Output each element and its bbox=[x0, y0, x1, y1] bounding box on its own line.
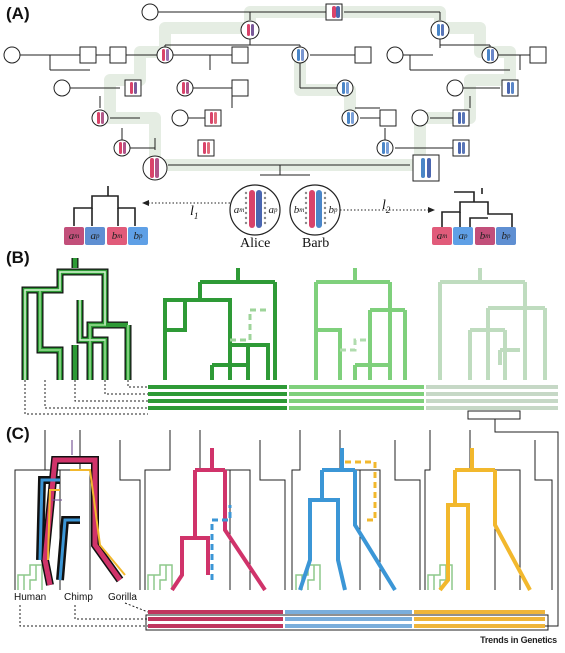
genome-strips-c bbox=[148, 610, 545, 628]
barb-label: Barb bbox=[302, 236, 330, 251]
tree-b-mid bbox=[314, 268, 407, 380]
panel-a-label: (A) bbox=[6, 4, 30, 23]
tree-l1 bbox=[73, 186, 136, 226]
arrow-head-left bbox=[142, 200, 149, 206]
tree-label-l2: l2 bbox=[382, 198, 391, 215]
allele-boxes-l1 bbox=[64, 227, 148, 245]
connector-dotted-c bbox=[19, 602, 149, 627]
tree-c-blue bbox=[298, 448, 397, 592]
panel-c-label: (C) bbox=[6, 424, 30, 443]
highlight-box-c bbox=[145, 614, 549, 631]
tree-b-dark bbox=[163, 268, 277, 380]
barb-node bbox=[289, 184, 341, 236]
tree-label-l1: l1 bbox=[190, 204, 199, 221]
tree-b-mid-dashed bbox=[340, 338, 370, 352]
mini-green-trees bbox=[17, 564, 453, 590]
species-gorilla-label: Gorilla bbox=[108, 592, 137, 603]
tree-c-yellow bbox=[438, 448, 532, 592]
alice-node bbox=[229, 184, 281, 236]
connector-dotted-b bbox=[24, 380, 148, 415]
tree-b-light bbox=[438, 268, 547, 380]
tree-c-blue-dashed bbox=[345, 460, 377, 522]
female-founder bbox=[141, 3, 159, 21]
highlight-box-b bbox=[467, 410, 521, 420]
species-human-label: Human bbox=[14, 592, 47, 603]
genome-strips-b bbox=[148, 385, 558, 410]
journal-credit: Trends in Genetics bbox=[480, 635, 557, 645]
species-chimp-label: Chimp bbox=[64, 592, 93, 603]
connector-b-to-c bbox=[480, 419, 559, 627]
tree-l2 bbox=[441, 188, 513, 228]
panel-b-label: (B) bbox=[6, 248, 30, 267]
tree-c-pink-dashed bbox=[210, 505, 232, 580]
tree-b-dark-dashed bbox=[230, 308, 270, 342]
allele-boxes-l2 bbox=[432, 227, 516, 245]
pedigree-chromosomes bbox=[97, 6, 514, 178]
tree-arrows bbox=[147, 202, 430, 211]
tree-c-combined bbox=[36, 440, 126, 586]
arrow-head-right bbox=[428, 207, 435, 213]
tree-c-pink bbox=[170, 448, 267, 592]
tree-b-combined bbox=[21, 258, 132, 380]
alice-label: Alice bbox=[240, 236, 271, 251]
